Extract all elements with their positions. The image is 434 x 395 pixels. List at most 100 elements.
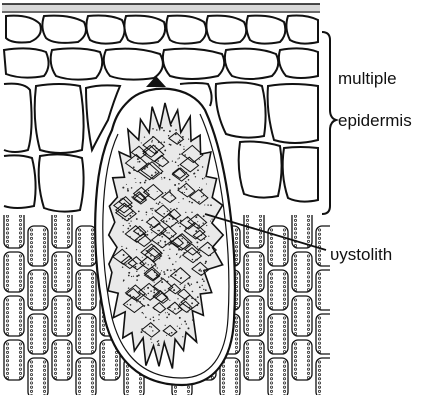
chloroplast-dot <box>283 250 285 252</box>
chloroplast-dot <box>283 258 285 260</box>
stipple-dot <box>144 289 145 290</box>
chloroplast-dot <box>30 351 32 353</box>
stipple-dot <box>174 184 176 186</box>
chloroplast-dot <box>307 343 309 345</box>
stipple-dot <box>165 192 166 193</box>
chloroplast-dot <box>222 378 224 380</box>
chloroplast-dot <box>283 342 285 344</box>
stipple-dot <box>152 210 153 211</box>
chloroplast-dot <box>318 277 320 279</box>
stipple-dot <box>137 190 139 192</box>
chloroplast-dot <box>331 229 333 231</box>
stipple-dot <box>169 179 171 181</box>
chloroplast-dot <box>270 382 272 384</box>
stipple-dot <box>184 192 185 193</box>
chloroplast-dot <box>270 290 272 292</box>
stipple-dot <box>206 184 207 185</box>
chloroplast-dot <box>307 240 309 242</box>
chloroplast-dot <box>307 215 309 217</box>
chloroplast-dot <box>294 368 296 370</box>
chloroplast-dot <box>259 299 261 301</box>
stipple-dot <box>151 326 152 327</box>
chloroplast-dot <box>54 280 56 282</box>
chloroplast-dot <box>67 368 69 370</box>
chloroplast-dot <box>259 316 261 318</box>
stipple-dot <box>205 263 207 265</box>
chloroplast-dot <box>102 368 104 370</box>
stipple-dot <box>179 317 181 319</box>
stipple-dot <box>138 211 140 213</box>
chloroplast-dot <box>6 333 8 335</box>
stipple-dot <box>158 314 160 316</box>
chloroplast-dot <box>222 369 224 371</box>
chloroplast-dot <box>259 268 261 270</box>
stipple-dot <box>170 276 171 277</box>
chloroplast-dot <box>270 263 272 265</box>
stipple-dot <box>180 284 181 285</box>
stipple-dot <box>188 179 190 181</box>
stipple-dot <box>189 201 191 203</box>
chloroplast-dot <box>246 320 248 322</box>
chloroplast-dot <box>270 258 272 260</box>
chloroplast-dot <box>331 342 333 344</box>
stipple-dot <box>185 227 187 229</box>
stipple-dot <box>202 166 203 167</box>
chloroplast-dot <box>318 382 320 384</box>
chloroplast-dot <box>246 299 248 301</box>
chloroplast-dot <box>235 334 237 336</box>
chloroplast-dot <box>235 317 237 319</box>
stipple-dot <box>171 200 172 201</box>
stipple-dot <box>149 226 151 228</box>
chloroplast-dot <box>246 360 248 362</box>
chloroplast-dot <box>19 333 21 335</box>
chloroplast-dot <box>19 245 21 247</box>
chloroplast-dot <box>91 298 93 300</box>
stipple-dot <box>188 170 189 171</box>
chloroplast-dot <box>307 333 309 335</box>
chloroplast-dot <box>283 321 285 323</box>
stipple-dot <box>152 140 153 141</box>
stipple-dot <box>172 218 174 220</box>
chloroplast-dot <box>307 259 309 261</box>
chloroplast-dot <box>6 372 8 374</box>
stipple-dot <box>146 294 147 295</box>
chloroplast-dot <box>294 219 296 221</box>
stipple-dot <box>192 259 194 261</box>
chloroplast-dot <box>318 374 320 376</box>
stipple-dot <box>188 239 189 240</box>
chloroplast-dot <box>283 294 285 296</box>
chloroplast-dot <box>43 302 45 304</box>
stipple-dot <box>197 221 198 222</box>
stipple-dot <box>175 133 177 135</box>
chloroplast-dot <box>246 215 248 217</box>
chloroplast-dot <box>30 325 32 327</box>
stipple-dot <box>133 276 134 277</box>
stipple-dot <box>197 214 199 216</box>
stipple-dot <box>177 326 178 327</box>
label-cystolith: υystolith <box>330 245 392 264</box>
chloroplast-dot <box>54 245 56 247</box>
chloroplast-dot <box>30 342 32 344</box>
chloroplast-dot <box>6 280 8 282</box>
chloroplast-dot <box>259 343 261 345</box>
stipple-dot <box>174 171 175 172</box>
chloroplast-dot <box>91 369 93 371</box>
chloroplast-dot <box>294 320 296 322</box>
chloroplast-dot <box>115 377 117 379</box>
stipple-dot <box>152 213 153 214</box>
stipple-dot <box>163 310 164 311</box>
stipple-dot <box>128 287 130 289</box>
chloroplast-dot <box>259 272 261 274</box>
chloroplast-dot <box>19 320 21 322</box>
chloroplast-dot <box>30 386 32 388</box>
chloroplast-dot <box>270 325 272 327</box>
stipple-dot <box>140 236 141 237</box>
stipple-dot <box>186 217 188 219</box>
chloroplast-dot <box>91 302 93 304</box>
chloroplast-dot <box>259 289 261 291</box>
stipple-dot <box>169 130 171 132</box>
stipple-dot <box>139 239 140 240</box>
chloroplast-dot <box>6 263 8 265</box>
stipple-dot <box>191 297 193 299</box>
chloroplast-dot <box>270 369 272 371</box>
